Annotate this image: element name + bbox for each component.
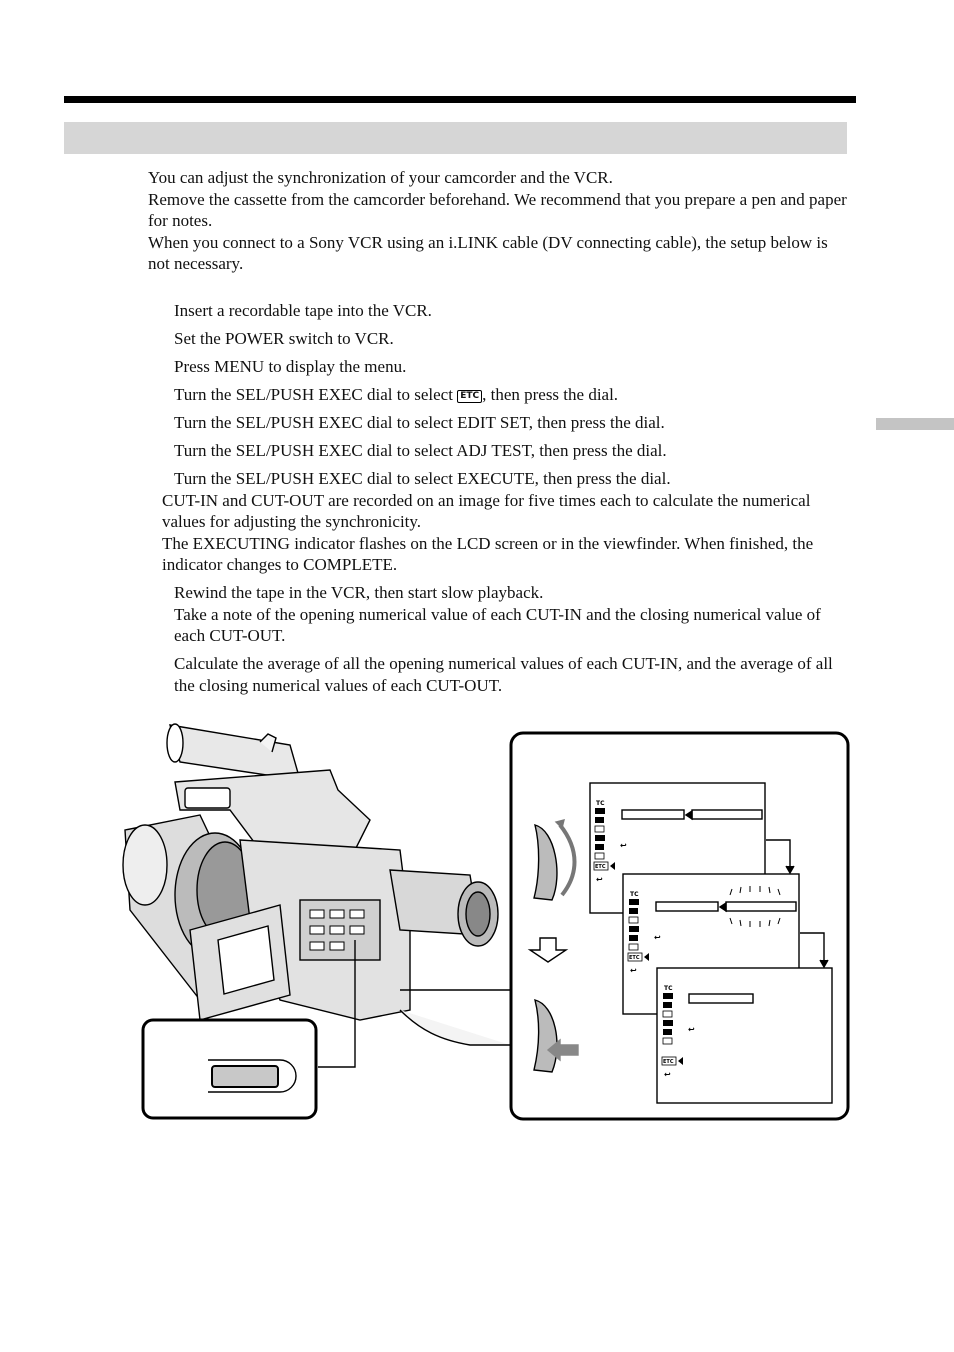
step-8: Rewind the tape in the VCR, then start s… bbox=[174, 583, 821, 646]
intro-paragraph: Remove the cassette from the camcorder b… bbox=[148, 189, 847, 231]
step-1: Insert a recordable tape into the VCR. bbox=[174, 301, 432, 320]
svg-text:↩: ↩ bbox=[630, 966, 637, 975]
step-7: Turn the SEL/PUSH EXEC dial to select EX… bbox=[162, 468, 814, 575]
etc-icon: ETC bbox=[457, 389, 483, 403]
intro-paragraph: You can adjust the synchronization of yo… bbox=[148, 168, 613, 187]
camcorder-illustration: TC ETC ↩ ↩ TC ETC ↩ ↩ TC ETC ↩ ↩ bbox=[122, 723, 850, 1121]
svg-text:ETC: ETC bbox=[629, 955, 640, 961]
svg-text:TC: TC bbox=[630, 891, 639, 898]
switch-knob bbox=[211, 1065, 279, 1088]
svg-text:TC: TC bbox=[596, 800, 605, 807]
step-list: Insert a recordable tape into the VCR. S… bbox=[162, 300, 854, 703]
top-rule bbox=[64, 96, 856, 103]
step-3: Press MENU to display the menu. bbox=[174, 356, 407, 376]
svg-text:ETC: ETC bbox=[663, 1059, 674, 1065]
svg-text:↩: ↩ bbox=[620, 841, 627, 850]
svg-text:↩: ↩ bbox=[654, 933, 661, 942]
svg-text:↩: ↩ bbox=[664, 1070, 671, 1079]
svg-text:↩: ↩ bbox=[688, 1025, 695, 1034]
step-2: Set the POWER switch to VCR. bbox=[174, 328, 394, 348]
side-index-tab bbox=[876, 418, 954, 430]
intro-text: You can adjust the synchronization of yo… bbox=[148, 167, 853, 275]
svg-text:ETC: ETC bbox=[595, 864, 606, 870]
svg-text:TC: TC bbox=[664, 985, 673, 992]
section-heading-band bbox=[64, 122, 847, 154]
svg-text:↩: ↩ bbox=[596, 875, 603, 884]
camcorder-drawing bbox=[122, 723, 510, 1046]
intro-paragraph: When you connect to a Sony VCR using an … bbox=[148, 232, 828, 274]
step-9: Calculate the average of all the opening… bbox=[174, 654, 833, 696]
step-5: Turn the SEL/PUSH EXEC dial to select ED… bbox=[174, 412, 665, 432]
menu-screen-3 bbox=[656, 967, 833, 1104]
step-4: Turn the SEL/PUSH EXEC dial to select ET… bbox=[174, 384, 619, 404]
step-6: Turn the SEL/PUSH EXEC dial to select AD… bbox=[174, 440, 667, 460]
